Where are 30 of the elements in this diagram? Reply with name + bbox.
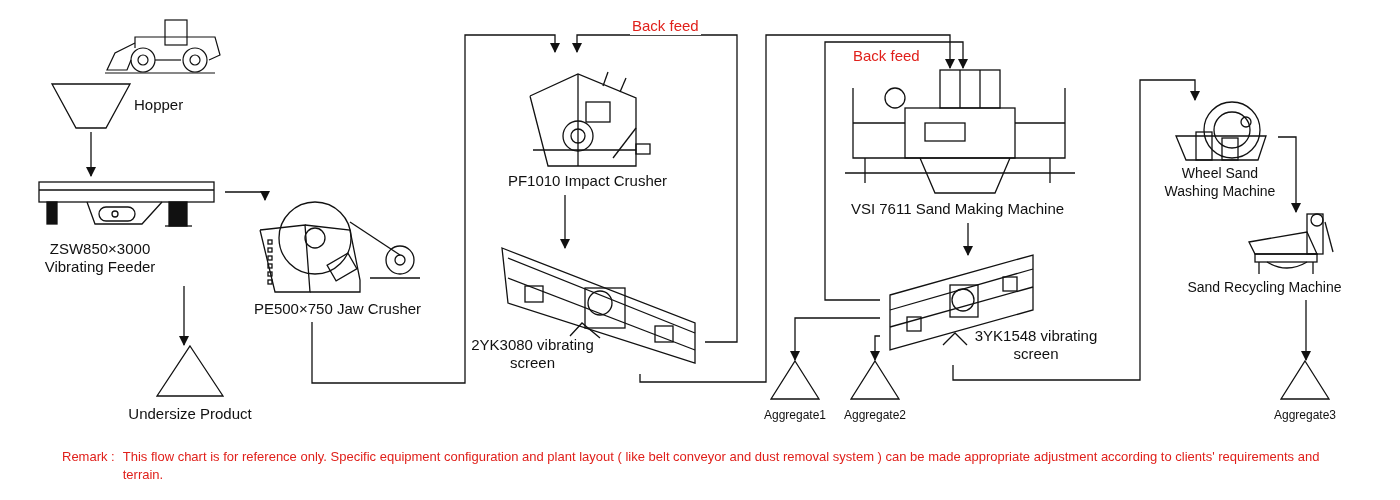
arrow (639, 34, 956, 383)
arrow (869, 335, 881, 362)
remark-text: This flow chart is for reference only. Specific equipment configuration and plant layout ( like belt conveyor and dust removal system ) can be made appropriate adjustment according to clients' requirements and terrain. (122, 448, 1321, 484)
machine-label: Undersize Product (127, 405, 253, 423)
machine-label: Aggregate1 (762, 407, 828, 424)
arrow (789, 317, 881, 362)
machine-label: 3YK1548 vibrating screen (973, 327, 1099, 363)
machine-label: VSI 7611 Sand Making Machine (849, 200, 1066, 218)
machine-label: ZSW850×3000 Vibrating Feeder (43, 240, 157, 276)
machine-label: PF1010 Impact Crusher (506, 172, 669, 190)
arrow (559, 194, 571, 250)
machine-label: Hopper (134, 96, 185, 114)
arrow (1277, 136, 1302, 214)
machine-label: Aggregate2 (842, 407, 908, 424)
arrow (311, 34, 561, 384)
arrow (962, 222, 974, 257)
arrow (224, 190, 271, 202)
machine-label: Aggregate3 (1272, 407, 1338, 424)
arrow (178, 285, 190, 347)
edge-label: Back feed (630, 17, 701, 35)
machine-label: Wheel Sand Washing Machine (1163, 164, 1277, 200)
machine-label: Sand Recycling Machine (1186, 278, 1343, 296)
arrow (85, 131, 97, 178)
arrow (824, 41, 969, 301)
arrow (952, 79, 1201, 381)
machine-label: PE500×750 Jaw Crusher (252, 300, 423, 318)
arrow (571, 34, 738, 343)
arrow (1300, 299, 1312, 362)
machine-label: 2YK3080 vibrating screen (470, 336, 595, 372)
remark-label: Remark : (62, 448, 115, 466)
